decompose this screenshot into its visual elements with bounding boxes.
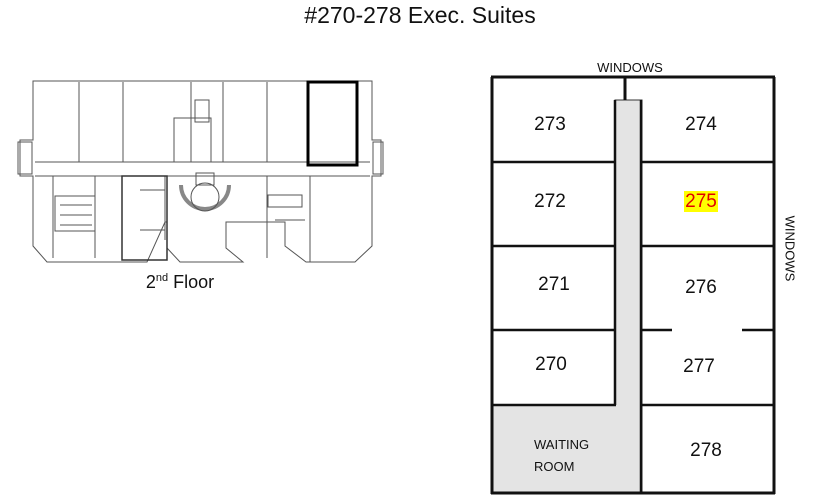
room-272: 272 [534,191,566,212]
room-275: 275 [661,191,741,213]
room-274: 274 [685,114,717,135]
room-276: 276 [685,277,717,298]
room-278: 278 [690,440,722,461]
floor-label: 2nd Floor [145,272,215,292]
room-271: 271 [538,274,570,295]
suite-detail-plan [490,75,776,495]
room-277: 277 [683,356,715,377]
windows-label-top: WINDOWS [597,60,663,75]
waiting-room-area [493,405,642,493]
page-title: #270-278 Exec. Suites [304,2,536,28]
second-floor-overview-plan [17,80,384,263]
windows-label-side: WINDOWS [782,215,798,282]
highlighted-room-number: 275 [684,191,718,212]
highlighted-suite-outline [306,80,359,167]
room-270: 270 [535,354,567,375]
room-273: 273 [534,114,566,135]
